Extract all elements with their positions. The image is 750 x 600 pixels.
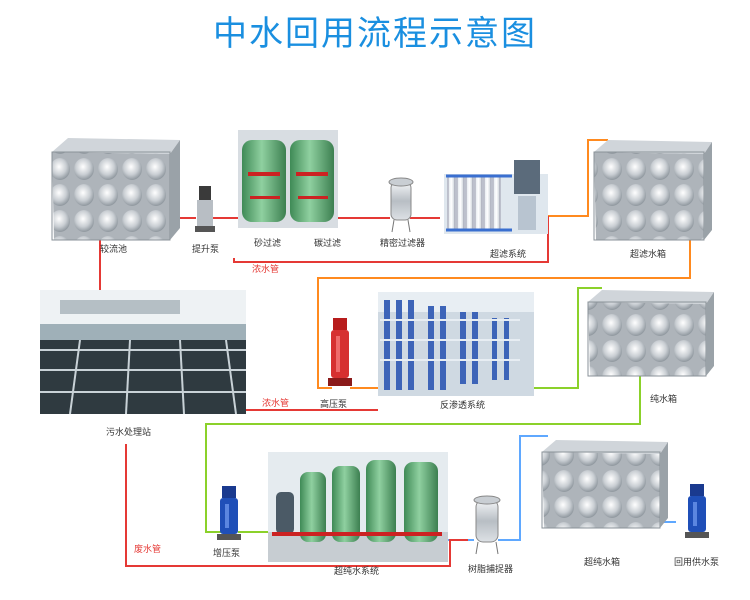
uf-system-illustration <box>444 160 548 234</box>
resin-catcher-illustration <box>473 495 501 555</box>
high-pressure-pump-illustration <box>328 318 352 386</box>
label-regulating-tank: 较流池 <box>100 245 128 255</box>
label-precision-filter: 精密过滤器 <box>380 239 426 249</box>
pipe-lines <box>99 139 691 567</box>
label-concentrate-pipe-1: 浓水管 <box>252 265 280 275</box>
label-waste-pipe: 废水管 <box>134 545 162 555</box>
label-booster-pump: 增压泵 <box>213 549 241 559</box>
lift-pump-illustration <box>195 186 215 232</box>
pipe-uf-outlet-orange <box>548 139 608 217</box>
ultrapure-system-illustration <box>268 452 448 562</box>
label-pure-tank: 纯水箱 <box>650 395 678 405</box>
ro-system-illustration <box>378 292 534 396</box>
pipe-resin-to-tank <box>498 435 548 541</box>
label-sewage-station: 污水处理站 <box>106 428 152 438</box>
pipe-concentrate-1 <box>233 216 549 263</box>
label-ultrapure-system: 超纯水系统 <box>334 567 380 577</box>
sand-carbon-filter-illustration <box>238 130 338 228</box>
regulating-tank-illustration <box>51 138 180 241</box>
label-resin-catcher: 树脂捕捉器 <box>468 565 514 575</box>
label-ro-system: 反渗透系统 <box>440 401 486 411</box>
label-concentrate-pipe-2: 浓水管 <box>262 399 290 409</box>
booster-pump-illustration <box>217 486 241 540</box>
sewage-station-illustration <box>40 290 246 415</box>
pipe-pure-to-booster <box>205 375 641 533</box>
label-reuse-pump: 回用供水泵 <box>674 558 720 568</box>
diagram-title: 中水回用流程示意图 <box>213 14 537 54</box>
label-uf-system: 超滤系统 <box>490 250 527 260</box>
pipe-ro-to-pure <box>534 287 602 389</box>
label-high-pressure-pump: 高压泵 <box>320 400 348 410</box>
pipe-waste <box>125 444 468 567</box>
label-ultrapure-tank: 超纯水箱 <box>584 558 621 568</box>
ultrapure-tank-illustration <box>541 440 668 529</box>
pipe-uf-to-hp-pump <box>317 240 691 389</box>
uf-tank-illustration <box>593 140 712 241</box>
pure-tank-illustration <box>587 290 714 377</box>
precision-filter-illustration <box>388 177 414 233</box>
label-uf-tank: 超滤水箱 <box>630 250 667 260</box>
label-lift-pump: 提升泵 <box>192 245 220 255</box>
label-sand-filter: 砂过滤 <box>254 239 282 249</box>
reuse-pump-illustration <box>685 484 709 538</box>
label-carbon-filter: 碳过滤 <box>314 239 342 249</box>
